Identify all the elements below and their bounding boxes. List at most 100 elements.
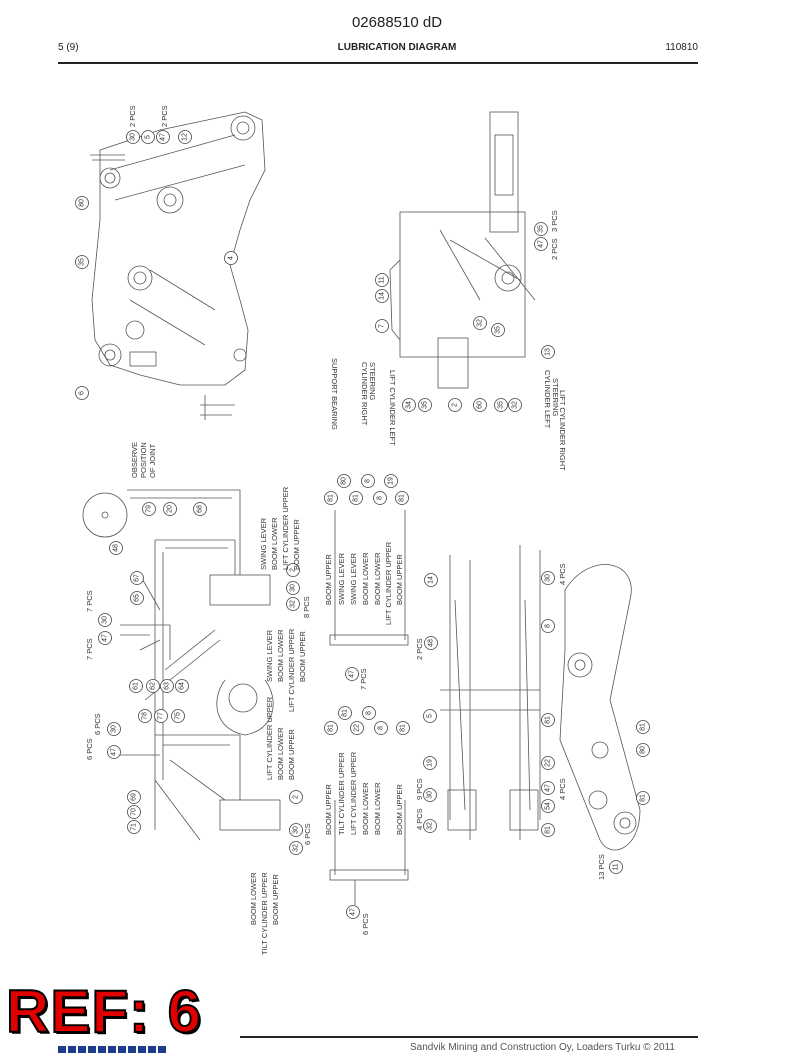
label-2pcs-d: 2 PCS — [415, 638, 424, 660]
footer-copyright: Sandvik Mining and Construction Oy, Load… — [410, 1042, 675, 1053]
label-boom-lower-h: BOOM LOWER — [373, 782, 382, 835]
label-4pcs-c: 4 PCS — [558, 778, 567, 800]
label-swing-lever-b: SWING LEVER — [265, 629, 274, 682]
callout-79: 81 — [399, 494, 406, 502]
callout-22: 22 — [354, 724, 361, 732]
callout-67: 68 — [197, 505, 204, 513]
callout-7: 7 — [379, 324, 386, 328]
callout-32e: 32 — [427, 822, 434, 830]
label-boom-upper-c: BOOM UPPER — [287, 729, 296, 780]
callout-6: 6 — [79, 391, 86, 395]
callout-34: 35 — [79, 258, 86, 266]
callout-5b: 5 — [427, 714, 434, 718]
callout-77b: 80 — [640, 746, 647, 754]
callout-62: 63 — [164, 682, 171, 690]
callout-5: 5 — [145, 135, 152, 139]
label-boom-upper-f: BOOM UPPER — [395, 554, 404, 605]
callout-35g: 47 — [545, 784, 552, 792]
label-tilt-cyl-upper-g: TILT CYLINDER UPPER — [337, 752, 346, 835]
lube-block-upper — [82, 489, 274, 830]
label-6pcs-d: 6 PCS — [361, 913, 370, 935]
label-boom-lower-e: BOOM LOWER — [361, 552, 370, 605]
callout-73: 78 — [142, 712, 149, 720]
callout-47b: 48 — [428, 639, 435, 647]
company-logo — [58, 1046, 168, 1053]
label-observe-1: OBSERVE — [130, 442, 139, 478]
label-4pcs-b: 4 PCS — [558, 563, 567, 585]
callout-8d: 8 — [378, 726, 385, 730]
label-boom-upper-d: BOOM UPPER — [271, 874, 280, 925]
callout-13: 13 — [545, 348, 552, 356]
label-6pcs-b: 6 PCS — [85, 738, 94, 760]
label-8pcs: 8 PCS — [302, 596, 311, 618]
callout-19b: 19 — [427, 759, 434, 767]
label-boom-lower-d: BOOM LOWER — [249, 872, 258, 925]
frame-drawing — [389, 111, 536, 389]
date-code: 110810 — [665, 42, 698, 53]
bucket-link-drawing — [440, 545, 641, 851]
callout-72: 77 — [158, 712, 165, 720]
callout-30: 30 — [130, 133, 137, 141]
callout-2: 2 — [452, 403, 459, 407]
label-swing-lever-e: SWING LEVER — [337, 552, 346, 605]
label-7pcs-c: 7 PCS — [359, 668, 368, 690]
label-boom-lower-g: BOOM LOWER — [361, 782, 370, 835]
label-boom-upper-g: BOOM UPPER — [324, 784, 333, 835]
label-lift-cyl-upper-g: LIFT CYLINDER UPPER — [349, 751, 358, 835]
callout-30c: 30 — [111, 725, 118, 733]
label-boom-lower-a: BOOM LOWER — [270, 517, 279, 570]
label-6pcs-a: 6 PCS — [303, 823, 312, 845]
callout-22b: 22 — [545, 759, 552, 767]
callout-34c: 35 — [538, 225, 545, 233]
callout-79b: 81 — [400, 724, 407, 732]
callout-78: 81 — [353, 494, 360, 502]
label-lift-right: LIFT CYLINDER RIGHT — [558, 390, 567, 471]
callout-80c: 81 — [545, 826, 552, 834]
callout-74: 79 — [146, 505, 153, 513]
callout-65: 67 — [134, 574, 141, 582]
callout-75: 80 — [79, 199, 86, 207]
callout-32: 32 — [477, 319, 484, 327]
callout-54: 60 — [477, 401, 484, 409]
callout-19: 19 — [388, 477, 395, 485]
label-lift-cyl-upper-a: LIFT CYLINDER UPPER — [281, 486, 290, 570]
callout-4: 4 — [228, 256, 235, 260]
callout-8: 8 — [365, 479, 372, 483]
label-2pcs-c: 2 PCS — [550, 238, 559, 260]
callout-70: 71 — [131, 823, 138, 831]
label-lift-cyl-upper-b: LIFT CYLINDER UPPER — [287, 628, 296, 712]
page-title: LUBRICATION DIAGRAM — [337, 42, 457, 53]
callout-80b: 81 — [328, 724, 335, 732]
nipple-block-a — [329, 634, 409, 646]
label-lift-left: LIFT CYLINDER LEFT — [388, 370, 397, 446]
callout-34e: 35 — [498, 401, 505, 409]
label-tilt-cyl-upper-d: TILT CYLINDER UPPER — [260, 872, 269, 955]
label-2pcs-b: 2 PCS — [160, 105, 169, 127]
callout-35c: 47 — [102, 634, 109, 642]
callout-63: 64 — [179, 682, 186, 690]
boom-drawing — [90, 111, 266, 420]
callout-68: 69 — [131, 793, 138, 801]
callout-78b: 81 — [640, 723, 647, 731]
callout-47: 48 — [113, 544, 120, 552]
nipple-block-b — [329, 869, 409, 881]
label-observe-3: OF JOINT — [148, 443, 157, 478]
callout-14: 14 — [379, 292, 386, 300]
label-boom-upper-e: BOOM UPPER — [324, 554, 333, 605]
callout-80: 81 — [328, 494, 335, 502]
callout-35: 47 — [160, 133, 167, 141]
lube-block-lower — [120, 734, 281, 841]
footer-rule — [240, 1036, 698, 1038]
callout-34d: 35 — [422, 401, 429, 409]
callout-61: 62 — [150, 682, 157, 690]
callout-34b: 35 — [495, 326, 502, 334]
callout-2b: 2 — [290, 568, 297, 572]
label-support-bearing: SUPPORT BEARING — [330, 358, 339, 430]
label-6pcs-c: 6 PCS — [93, 713, 102, 735]
callout-77: 80 — [341, 477, 348, 485]
label-boom-upper-b: BOOM UPPER — [298, 631, 307, 682]
callout-35b: 47 — [538, 240, 545, 248]
callout-30g: 30 — [545, 574, 552, 582]
callout-33: 34 — [406, 401, 413, 409]
callout-32d: 32 — [293, 844, 300, 852]
